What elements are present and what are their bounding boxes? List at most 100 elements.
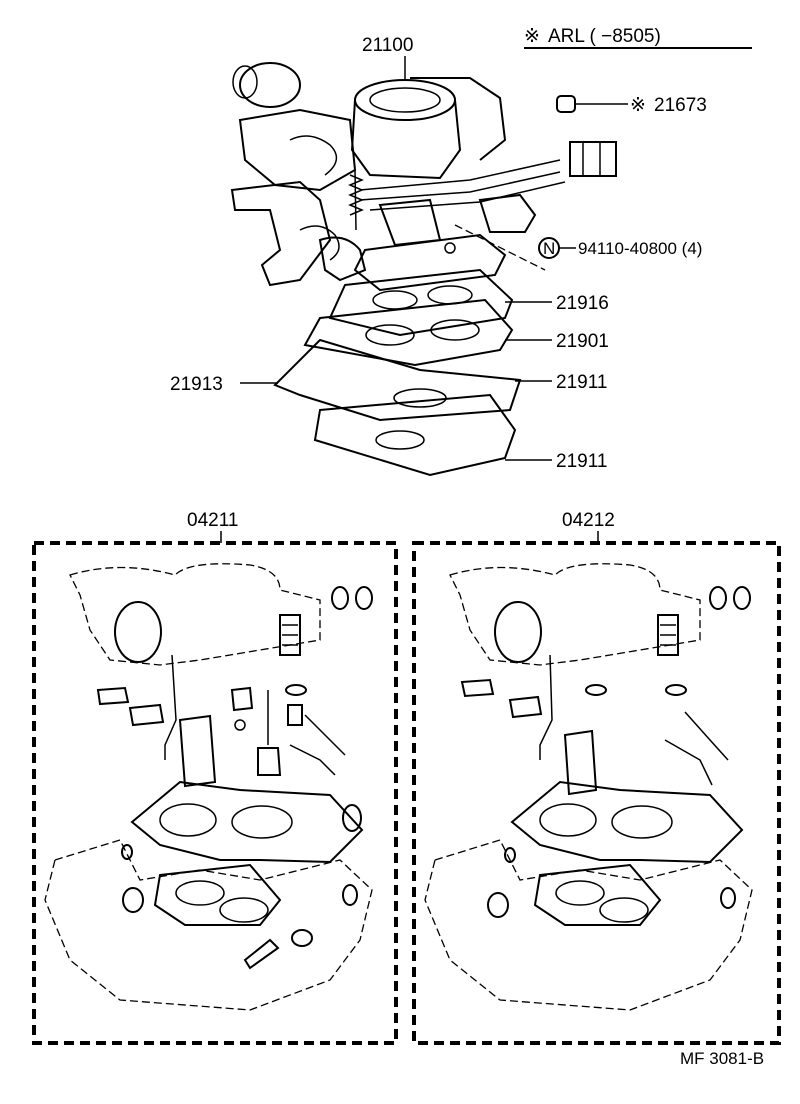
note-text: ARL ( −8505) <box>548 26 661 47</box>
boot-ribs <box>282 624 298 646</box>
gasket-stack <box>273 268 522 477</box>
air-horn-inner <box>369 87 441 113</box>
check-valve <box>287 704 303 726</box>
plug <box>291 929 313 947</box>
diaphragm-cap <box>232 65 258 99</box>
body-gasket <box>510 780 744 864</box>
base-outline <box>424 839 753 1011</box>
connector-21673: ※ 21673 <box>556 95 707 116</box>
flange-gasket <box>533 863 662 926</box>
boot <box>279 614 301 656</box>
kit-boundary <box>412 541 781 1045</box>
gasket-bore <box>159 803 217 837</box>
carburetor-part-number: 21100 <box>362 35 413 56</box>
kit-number: 04212 <box>562 510 615 531</box>
o-ring-small <box>504 847 516 863</box>
stack-callouts: 21916 21901 21913 21911 21911 <box>170 293 609 472</box>
wire-connector <box>569 141 617 177</box>
o-ring <box>487 892 509 918</box>
small-gasket <box>508 695 543 719</box>
gasket-bore <box>219 897 269 923</box>
connector-note-mark: ※ <box>630 95 646 116</box>
nut-symbol: N <box>543 239 555 258</box>
clip-rod <box>289 744 336 776</box>
carb-top-cover <box>410 77 507 161</box>
heat-plate-21913 <box>273 338 522 422</box>
small-gasket <box>128 703 165 727</box>
kit-04212: 04212 <box>412 510 781 1045</box>
note-mark: ※ <box>524 26 540 47</box>
clip-rod <box>684 711 729 761</box>
kit-number: 04211 <box>187 510 238 531</box>
rod <box>539 654 553 760</box>
carburetor-assembly <box>230 62 617 292</box>
gasket-bore <box>555 880 605 906</box>
small-ring <box>665 684 687 696</box>
heat-plate-part-number: 21913 <box>170 374 223 395</box>
insulator-bore <box>430 319 480 341</box>
o-ring <box>342 804 362 832</box>
wire-2 <box>359 171 561 201</box>
o-ring <box>355 586 373 610</box>
wire-1 <box>359 159 561 191</box>
boot-ribs <box>660 624 676 646</box>
heat-plate-bore <box>393 388 447 408</box>
air-horn-outline <box>449 563 701 666</box>
connector-cap-icon <box>556 95 576 113</box>
insulator-bore <box>365 324 415 346</box>
gasket-bore <box>375 430 425 450</box>
clip-rod <box>664 739 713 786</box>
needle-valve <box>230 686 254 712</box>
lever-arm <box>299 225 340 261</box>
body-gasket <box>130 780 364 864</box>
kit-boundary <box>32 541 398 1045</box>
flange-gasket <box>153 863 282 926</box>
rod <box>164 654 177 760</box>
clip-rod <box>304 714 346 756</box>
boot <box>657 614 679 656</box>
carburetor-callout: 21100 <box>362 35 413 80</box>
gasket-bore <box>611 805 673 839</box>
insulator-part-number: 21901 <box>556 331 609 352</box>
o-ring-large <box>114 601 162 663</box>
gasket-bore <box>372 290 418 310</box>
gasket-bore <box>175 880 225 906</box>
o-ring <box>720 887 736 909</box>
nut-icon <box>444 242 456 254</box>
connector-part-number: 21673 <box>654 95 707 116</box>
float-gasket <box>563 729 598 796</box>
small-ring <box>585 684 607 696</box>
throttle-linkage-body <box>238 108 357 192</box>
lever-bracket <box>230 180 332 287</box>
air-horn-outline <box>69 563 321 666</box>
o-ring <box>709 586 727 610</box>
o-ring-small <box>121 844 133 860</box>
gasket-bore <box>539 803 597 837</box>
small-ring <box>285 684 307 696</box>
gasket-21916 <box>328 268 514 337</box>
o-ring <box>733 586 751 610</box>
throttle-lever <box>318 236 367 282</box>
o-ring <box>331 586 349 610</box>
linkage-arm <box>289 135 338 176</box>
applicability-note: ※ ARL ( −8505) <box>524 26 752 49</box>
gasket-mid-part-number: 21911 <box>556 372 607 393</box>
small-gasket <box>460 678 495 698</box>
leader-line-dashed <box>454 224 546 271</box>
diaphragm-housing <box>239 62 301 108</box>
gasket-bore <box>599 897 649 923</box>
gasket-upper-part-number: 21916 <box>556 293 609 314</box>
insulator-21901 <box>303 298 514 367</box>
o-ring <box>122 887 144 913</box>
solenoid <box>478 193 537 233</box>
diagram-code: MF 3081-B <box>680 1049 764 1068</box>
o-ring <box>342 884 358 906</box>
spring-left <box>354 169 357 231</box>
washer <box>234 719 246 731</box>
jet-screw <box>243 938 280 970</box>
kit-04211: 04211 <box>32 510 398 1045</box>
nut-part-number: 94110-40800 (4) <box>578 239 702 258</box>
small-gasket <box>96 686 130 706</box>
o-ring-large <box>494 601 542 663</box>
